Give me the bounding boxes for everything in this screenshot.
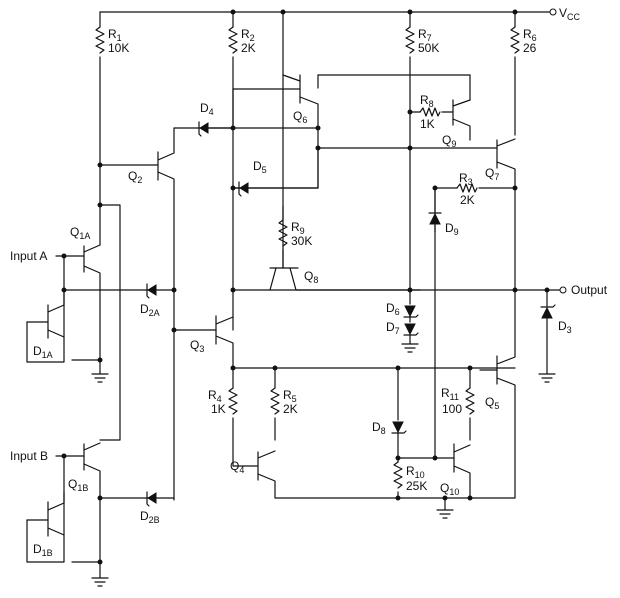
q9-label: Q9 bbox=[442, 133, 456, 149]
d8-label: D8 bbox=[372, 420, 386, 436]
q4-label: Q4 bbox=[230, 459, 244, 475]
r3-label: R3 bbox=[459, 171, 473, 187]
d4-label: D4 bbox=[200, 101, 214, 117]
d6-label: D6 bbox=[386, 301, 400, 317]
q8-label: Q8 bbox=[304, 269, 318, 285]
r5-value: 2K bbox=[283, 402, 298, 416]
d1b-label: D1B bbox=[33, 542, 53, 558]
r8-label: R8 bbox=[420, 93, 434, 109]
r6-label: R6 bbox=[523, 27, 537, 43]
r9-label: R9 bbox=[291, 220, 305, 236]
q6-label: Q6 bbox=[293, 109, 307, 125]
q1b-label: Q1B bbox=[68, 477, 88, 493]
q10-label: Q10 bbox=[440, 481, 459, 497]
q3-label: Q3 bbox=[190, 338, 204, 354]
r6-value: 26 bbox=[523, 41, 537, 55]
d7-label: D7 bbox=[386, 320, 400, 336]
r10-value: 25K bbox=[406, 479, 427, 493]
q5-label: Q5 bbox=[485, 395, 499, 411]
d9-label: D9 bbox=[445, 221, 459, 237]
q7-label: Q7 bbox=[485, 166, 499, 182]
input-a-label: Input A bbox=[10, 249, 47, 263]
d3-label: D3 bbox=[558, 319, 572, 335]
d1a-label: D1A bbox=[33, 344, 53, 360]
r5-label: R5 bbox=[283, 388, 297, 404]
r8-value: 1K bbox=[420, 117, 435, 131]
output-terminal bbox=[559, 286, 567, 294]
wiring bbox=[26, 11, 561, 571]
terminals bbox=[55, 8, 567, 457]
r4-label: R4 bbox=[208, 388, 222, 404]
r7-value: 50K bbox=[418, 41, 439, 55]
labels: VCC Output Input A Input B R1 10K R2 2K … bbox=[10, 6, 608, 558]
input-b-label: Input B bbox=[10, 449, 48, 463]
vcc-terminal bbox=[549, 8, 557, 16]
d5-label: D5 bbox=[253, 159, 267, 175]
r10-label: R10 bbox=[406, 464, 425, 480]
r4-value: 1K bbox=[211, 402, 226, 416]
r11-label: R11 bbox=[441, 386, 459, 402]
q1a-label: Q1A bbox=[70, 225, 90, 241]
r1-label: R1 bbox=[108, 27, 122, 43]
r2-label: R2 bbox=[241, 27, 255, 43]
q2-label: Q2 bbox=[128, 169, 142, 185]
d2a-label: D2A bbox=[140, 302, 160, 318]
r1-value: 10K bbox=[108, 41, 129, 55]
r11-value: 100 bbox=[442, 402, 462, 416]
junction-dots bbox=[61, 9, 550, 565]
d2b-label: D2B bbox=[140, 509, 160, 525]
r3-value: 2K bbox=[460, 193, 475, 207]
r9-value: 30K bbox=[291, 234, 312, 248]
diode-symbols bbox=[146, 121, 556, 507]
ground-symbols bbox=[91, 341, 556, 587]
r7-label: R7 bbox=[418, 27, 432, 43]
vcc-label: VCC bbox=[559, 6, 581, 22]
r2-value: 2K bbox=[241, 41, 256, 55]
output-label: Output bbox=[571, 283, 608, 297]
